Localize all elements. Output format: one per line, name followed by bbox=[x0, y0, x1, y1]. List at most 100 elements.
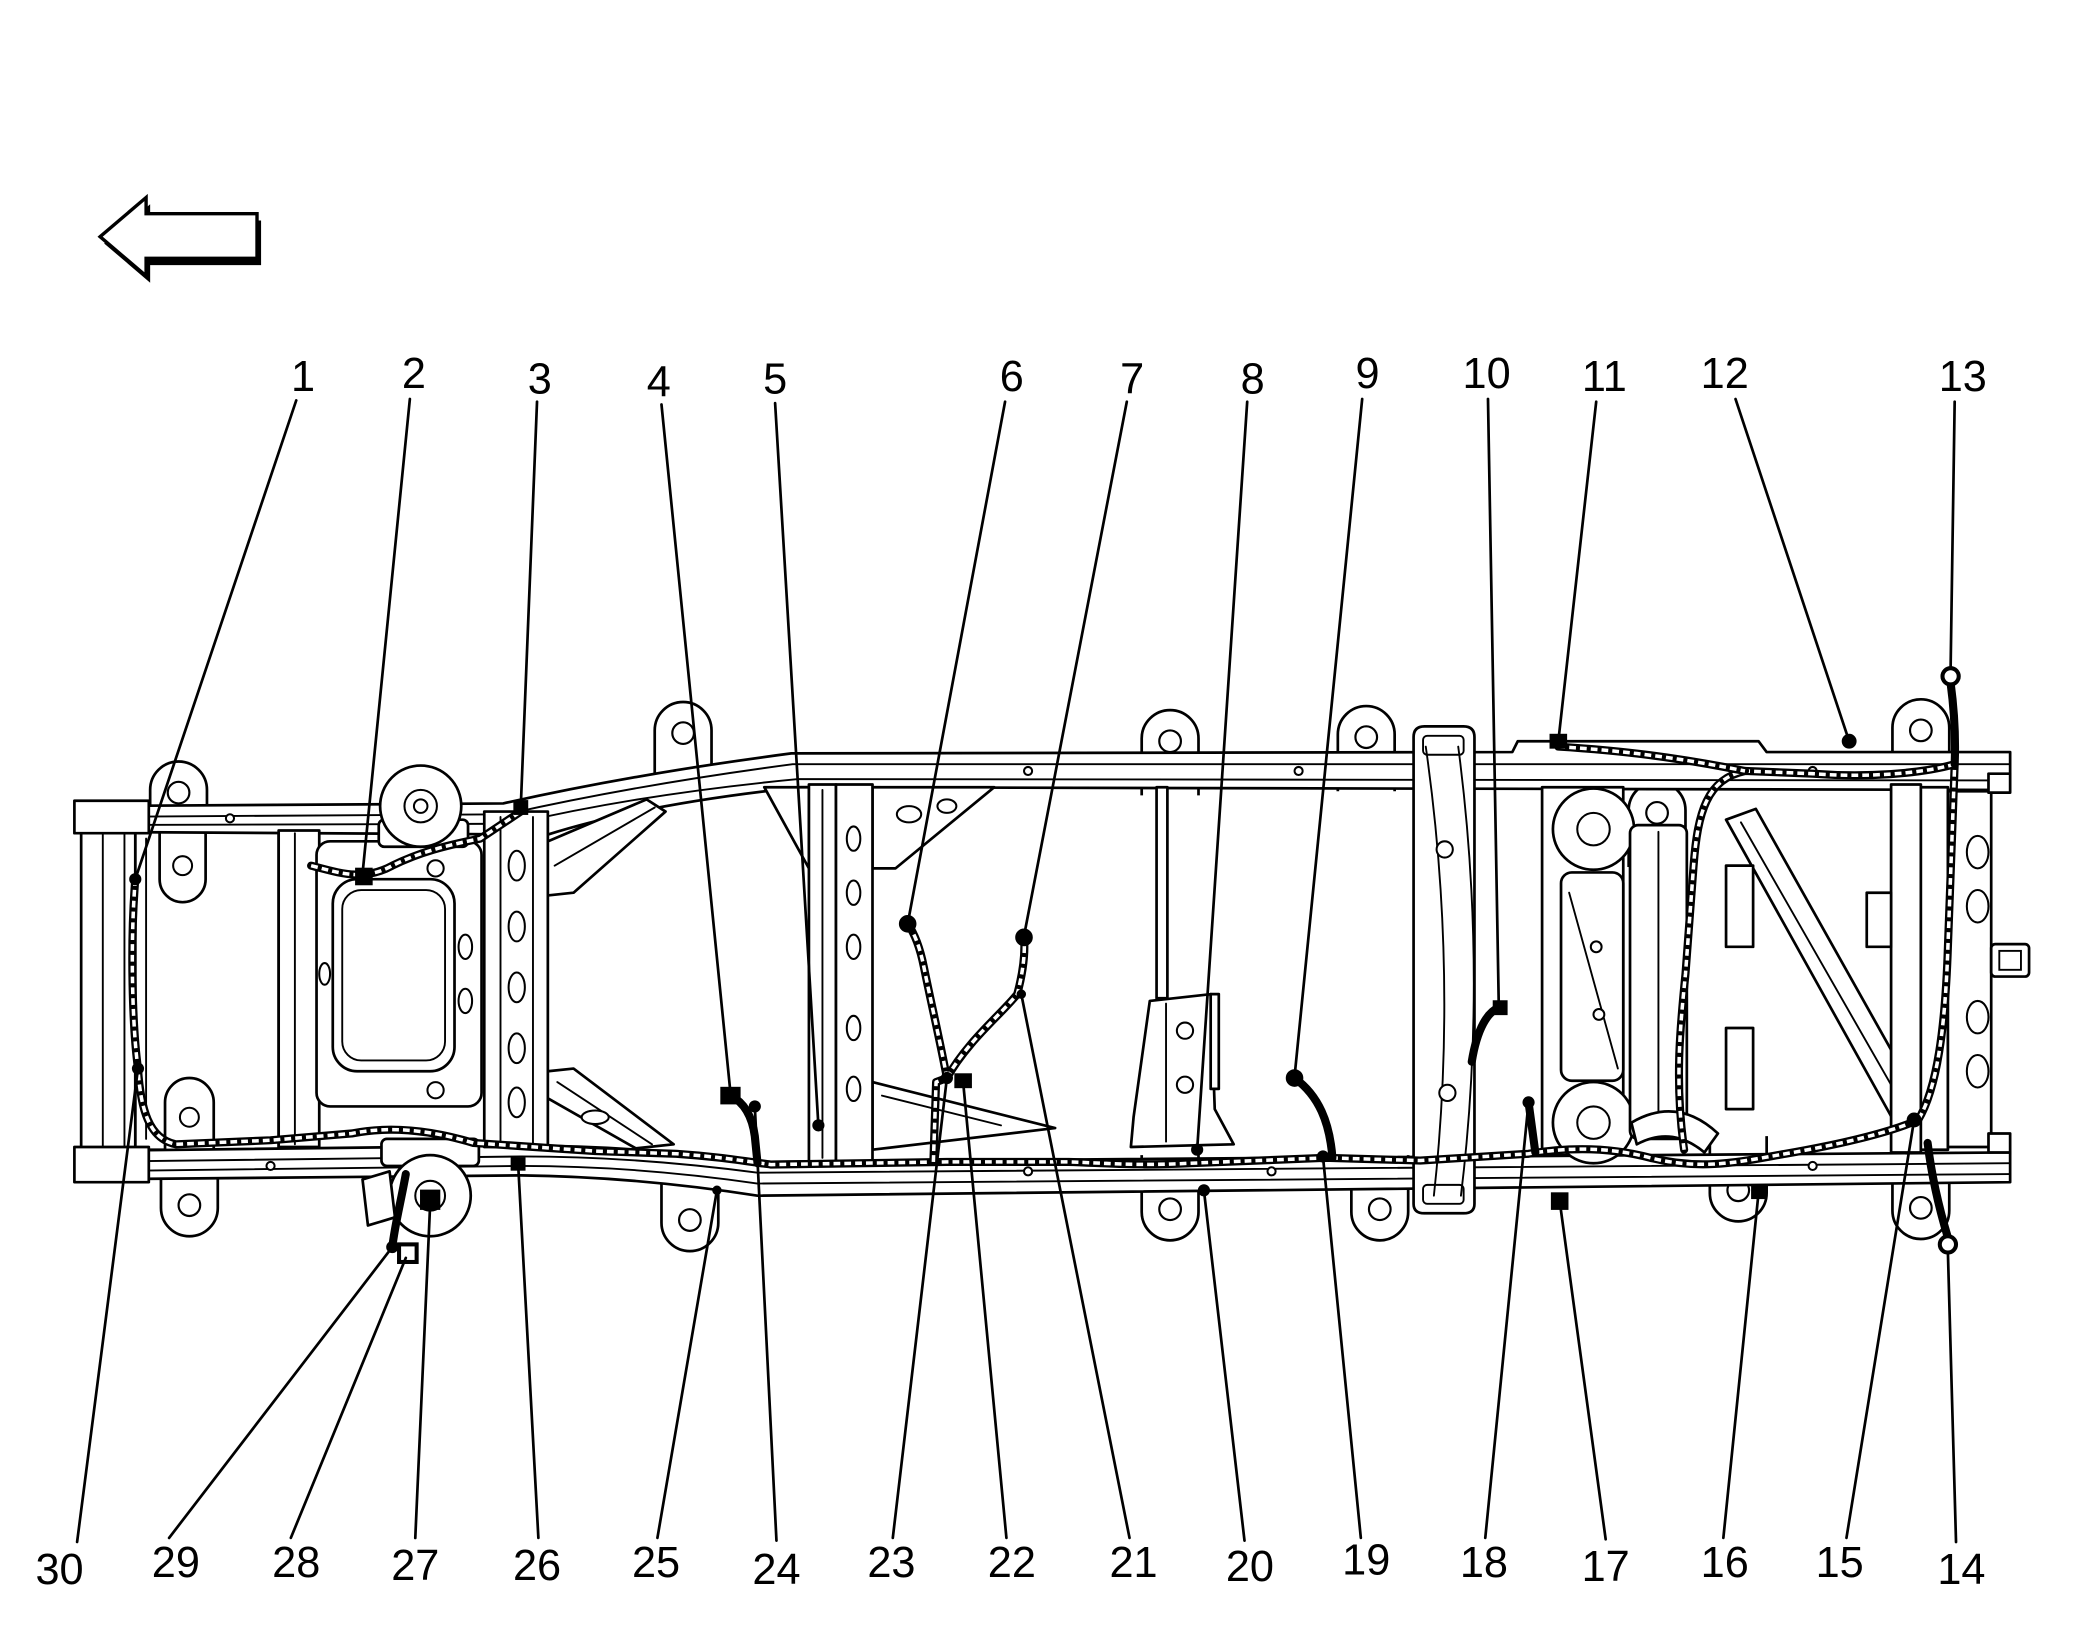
rear-rail-tip bbox=[1987, 772, 2012, 794]
callout-label-2: 2 bbox=[402, 350, 426, 398]
large-crossmember-cap bbox=[1422, 734, 1465, 756]
leader-line-27 bbox=[413, 1202, 432, 1540]
arrow-left-icon bbox=[97, 193, 262, 283]
leader-line-10 bbox=[1486, 397, 1501, 1010]
leader-line-18 bbox=[1483, 1101, 1530, 1540]
mid-bracket-post bbox=[1209, 992, 1221, 1091]
callout-label-1: 1 bbox=[291, 353, 315, 401]
rear-rail-tip bbox=[1987, 1132, 2012, 1154]
leader-line-6 bbox=[906, 400, 1007, 926]
callout-label-20: 20 bbox=[1226, 1543, 1274, 1591]
callout-label-3: 3 bbox=[528, 356, 552, 404]
large-crossmember-flange bbox=[1457, 745, 1475, 1197]
cradle-hole bbox=[318, 962, 332, 986]
connector-14 bbox=[1937, 1234, 1959, 1255]
callout-label-7: 7 bbox=[1120, 356, 1144, 404]
rail-hole bbox=[265, 1160, 276, 1172]
hitch-receiver bbox=[1989, 942, 2031, 978]
callout-label-13: 13 bbox=[1939, 353, 1987, 401]
gusset-hole bbox=[580, 1109, 610, 1126]
crossmember-hole bbox=[507, 910, 526, 943]
leader-line-28 bbox=[289, 1256, 408, 1540]
leader-line-5 bbox=[773, 401, 820, 1127]
lower-rail-flange bbox=[80, 1155, 2012, 1174]
callout-label-16: 16 bbox=[1701, 1539, 1749, 1587]
crossmember-hole bbox=[507, 1032, 526, 1065]
rear-crossmember bbox=[1889, 783, 1923, 1154]
harness-branch-29 bbox=[388, 1170, 410, 1252]
mid-bracket-hole bbox=[1175, 1021, 1195, 1040]
upper-spring-seat-center bbox=[412, 798, 429, 814]
callout-label-28: 28 bbox=[272, 1539, 320, 1587]
rail-hole bbox=[224, 813, 236, 824]
callout-label-4: 4 bbox=[647, 358, 671, 406]
harness-branch-18 bbox=[1524, 1098, 1540, 1157]
leader-line-19 bbox=[1321, 1155, 1363, 1540]
crossmember-hole bbox=[507, 1086, 526, 1119]
callout-label-8: 8 bbox=[1241, 356, 1265, 404]
hitch-receiver-inner bbox=[1998, 949, 2022, 971]
cradle-hole bbox=[457, 933, 474, 961]
leader-line-4 bbox=[660, 403, 732, 1095]
connector-28 bbox=[397, 1242, 419, 1265]
harness-branch-9 bbox=[1290, 1073, 1337, 1162]
front-crossmember bbox=[79, 826, 137, 1152]
callout-label-22: 22 bbox=[988, 1539, 1036, 1587]
front-rail-tip bbox=[73, 1145, 151, 1184]
leader-line-21 bbox=[1019, 992, 1131, 1540]
rear-trailing-arm bbox=[1630, 1110, 1720, 1154]
large-crossmember-hole bbox=[1435, 840, 1454, 859]
trans-hole bbox=[845, 825, 862, 852]
callout-label-9: 9 bbox=[1356, 350, 1380, 398]
cradle-hole bbox=[457, 987, 474, 1015]
lower-gusset bbox=[546, 1067, 676, 1150]
leader-line-22 bbox=[961, 1080, 1008, 1540]
vehicle-frame bbox=[73, 697, 2031, 1253]
large-crossmember-hole bbox=[1438, 1083, 1457, 1103]
front-tab-bottom-hole bbox=[178, 1106, 200, 1128]
crossmember-hole bbox=[507, 971, 526, 1004]
mid-bracket-hole bbox=[1175, 1075, 1195, 1094]
lower-control-bracket bbox=[361, 1170, 397, 1227]
rail-hole bbox=[1266, 1166, 1277, 1177]
rail-hole bbox=[1293, 765, 1304, 777]
leader-line-11 bbox=[1556, 400, 1598, 743]
callout-label-23: 23 bbox=[867, 1539, 915, 1587]
crossmember-front bbox=[277, 829, 321, 1149]
leader-line-16 bbox=[1722, 1191, 1760, 1540]
connectors bbox=[129, 666, 1961, 1265]
leader-line-26 bbox=[516, 1161, 540, 1540]
front-tab-hole bbox=[172, 855, 194, 877]
harness-front-upper-band bbox=[310, 810, 522, 877]
callout-label-19: 19 bbox=[1342, 1536, 1390, 1584]
callout-label-21: 21 bbox=[1110, 1539, 1158, 1587]
rear-bumper-pad bbox=[1965, 1054, 1990, 1089]
callout-label-15: 15 bbox=[1816, 1539, 1864, 1587]
leader-line-25 bbox=[656, 1188, 719, 1540]
cradle-hole bbox=[426, 859, 445, 878]
leader-line-23 bbox=[891, 1076, 949, 1540]
callout-label-6: 6 bbox=[1000, 353, 1024, 401]
engine-cradle-opening bbox=[331, 877, 456, 1073]
leader-line-9 bbox=[1293, 397, 1364, 1079]
trans-plate-lower-edge bbox=[881, 1094, 1002, 1127]
leader-line-14 bbox=[1946, 1251, 1958, 1544]
leader-line-20 bbox=[1202, 1188, 1246, 1542]
front-rail-tip bbox=[73, 799, 151, 835]
leader-line-13 bbox=[1949, 400, 1957, 670]
engine-cradle-inner bbox=[341, 889, 446, 1062]
upper-gusset-edge bbox=[553, 806, 656, 867]
callout-label-30: 30 bbox=[35, 1546, 83, 1594]
leader-line-15 bbox=[1845, 1118, 1916, 1540]
upper-gusset bbox=[546, 798, 667, 897]
rail-hole bbox=[1022, 1166, 1034, 1177]
trans-plate-right bbox=[871, 785, 996, 870]
harness-main-band bbox=[130, 764, 1957, 1167]
callout-label-11: 11 bbox=[1582, 353, 1627, 401]
callout-label-26: 26 bbox=[513, 1542, 561, 1590]
callout-label-12: 12 bbox=[1701, 350, 1749, 398]
large-crossmember-cap bbox=[1422, 1183, 1465, 1205]
leader-line-7 bbox=[1022, 400, 1129, 938]
callout-label-14: 14 bbox=[1937, 1546, 1985, 1594]
rail-hole bbox=[1807, 1160, 1818, 1172]
